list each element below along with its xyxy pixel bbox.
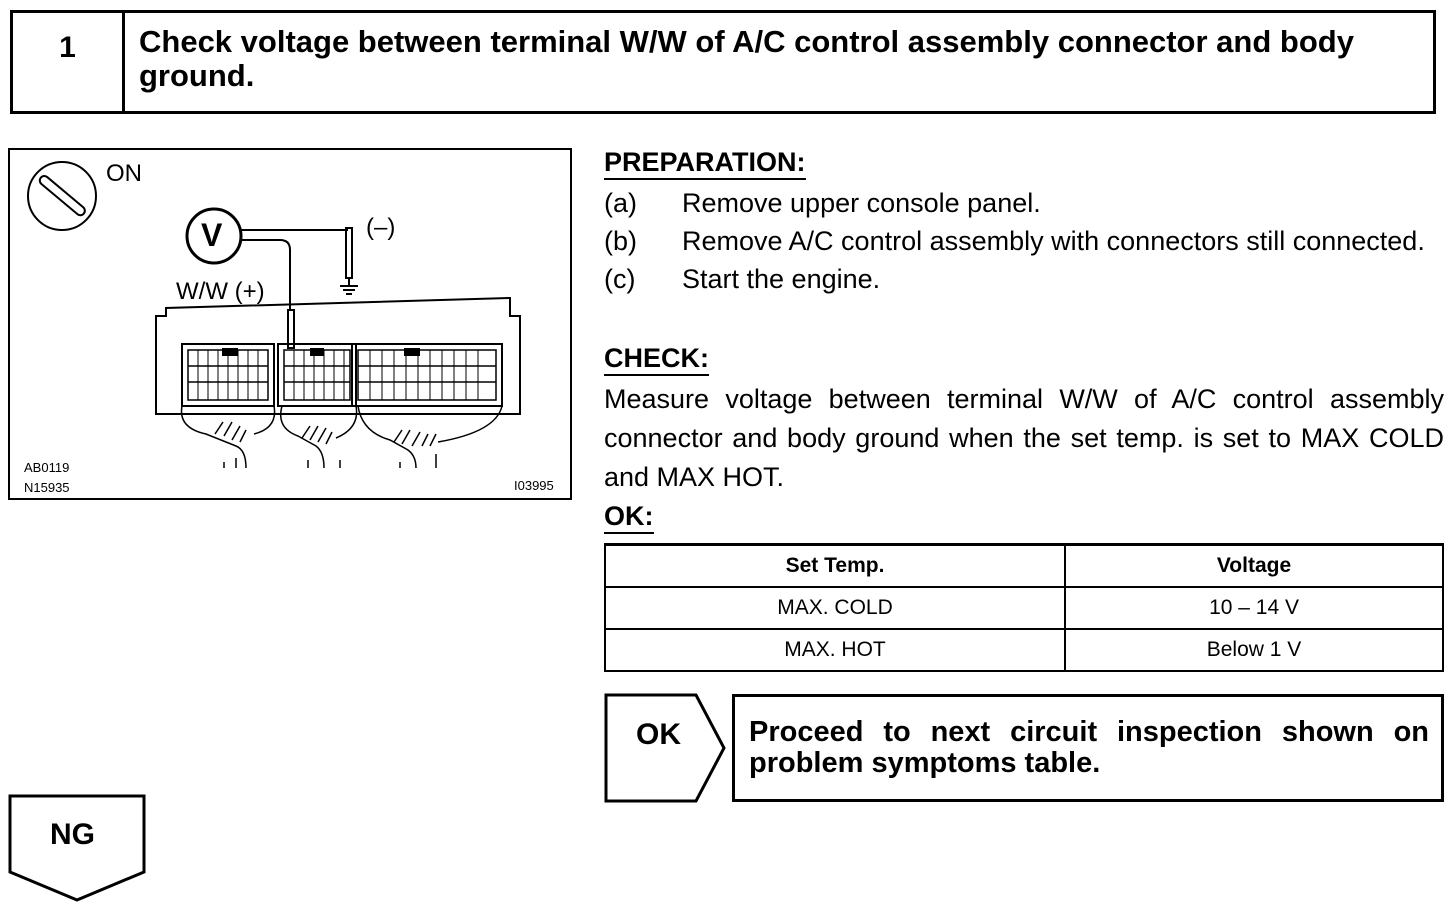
ignition-key-icon: [27, 161, 97, 231]
table-cell: MAX. COLD: [603, 586, 1067, 630]
positive-label: W/W (+): [176, 278, 265, 305]
negative-label: (–): [366, 214, 396, 241]
ng-arrow-tag: [8, 794, 146, 902]
wiring-diagram: ON V (–) W/W (+) AB0119 N15935 I03995: [8, 148, 572, 500]
ok-arrow-tag: [604, 693, 726, 803]
figure-code-2: N15935: [24, 480, 70, 495]
meter-label: V: [201, 217, 223, 253]
table-header: Voltage: [1064, 543, 1444, 588]
item-text: Remove A/C control assembly with connect…: [682, 226, 1425, 256]
step-title: Check voltage between terminal W/W of A/…: [139, 24, 1354, 93]
table-row: MAX. HOT Below 1 V: [603, 628, 1444, 672]
figure-code-1: AB0119: [24, 460, 70, 475]
table-cell: 10 – 14 V: [1064, 586, 1444, 630]
item-letter: (b): [604, 226, 637, 256]
list-item: (a) Remove upper console panel.: [604, 184, 1442, 222]
connector-3: [351, 343, 503, 407]
table-header-row: Set Temp. Voltage: [603, 543, 1444, 588]
ok-tag-label: OK: [636, 718, 681, 751]
ground-icon: [340, 285, 358, 295]
preparation-list: (a) Remove upper console panel. (b) Remo…: [604, 184, 1442, 298]
table-cell: MAX. HOT: [603, 628, 1067, 672]
ng-tag-label: NG: [50, 818, 95, 851]
step-header: 1 Check voltage between terminal W/W of …: [10, 10, 1436, 114]
table-header: Set Temp.: [603, 543, 1067, 588]
item-letter: (a): [604, 188, 637, 218]
diagram-drawing: [27, 161, 521, 469]
wire-harness: [180, 405, 503, 469]
item-text: Remove upper console panel.: [682, 188, 1041, 218]
voltmeter-icon: [185, 207, 243, 265]
step-number: 1: [13, 13, 125, 111]
connector-1: [181, 343, 275, 407]
check-text: Measure voltage between terminal W/W of …: [604, 384, 1444, 492]
table-cell: Below 1 V: [1064, 628, 1444, 672]
preparation-heading: PREPARATION:: [604, 146, 806, 180]
ignition-label: ON: [106, 160, 142, 187]
ok-heading: OK:: [604, 500, 654, 534]
list-item: (c) Start the engine.: [604, 260, 1442, 298]
connector-2: [277, 343, 357, 407]
figure-code-3: I03995: [514, 478, 554, 493]
table-row: MAX. COLD 10 – 14 V: [603, 586, 1444, 630]
item-text: Start the engine.: [682, 264, 881, 294]
check-heading: CHECK:: [604, 342, 709, 376]
item-letter: (c): [604, 264, 636, 294]
list-item: (b) Remove A/C control assembly with con…: [604, 222, 1442, 260]
ok-table: Set Temp. Voltage MAX. COLD 10 – 14 V MA…: [603, 543, 1444, 672]
ok-result-text: Proceed to next circuit inspection shown…: [732, 694, 1444, 802]
